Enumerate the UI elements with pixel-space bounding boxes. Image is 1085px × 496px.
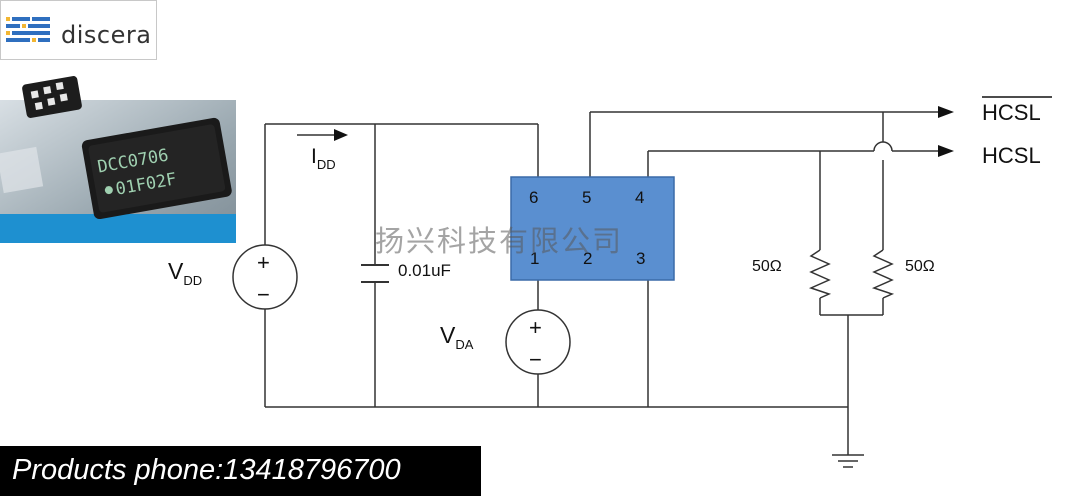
- brand-name: discera: [61, 21, 152, 49]
- large-chip-icon: DCC0706 01F02F: [81, 117, 232, 220]
- discera-logo-icon: [6, 17, 50, 42]
- ic-pin-1: 1: [530, 249, 540, 268]
- photo-blue-stripe: [0, 214, 236, 243]
- ic-pin-3: 3: [636, 249, 646, 268]
- pin1-dot-icon: [104, 186, 113, 195]
- ground-icon: [832, 454, 864, 468]
- hcsl-pos-arrow-icon: [938, 145, 954, 157]
- resistor-left-value: 50Ω: [752, 258, 782, 275]
- phone-text: Products phone:13418796700: [12, 454, 401, 486]
- vdd-plus: +: [257, 250, 270, 275]
- ic-pin-6: 6: [529, 188, 539, 207]
- vdd-source-icon: [232, 244, 298, 310]
- product-photo: DCC0706 01F02F: [0, 63, 236, 243]
- hcsl-neg-label: HCSL: [982, 100, 1041, 125]
- resistor-left-icon: [808, 249, 832, 299]
- current-arrow-icon: [334, 129, 348, 141]
- hcsl-neg-arrow-icon: [938, 106, 954, 118]
- vdd-minus: −: [257, 282, 270, 307]
- vda-plus: +: [529, 315, 542, 340]
- current-label: IDD: [311, 145, 336, 172]
- watermark: 扬兴科技有限公司: [375, 224, 624, 258]
- vdd-label: VDD: [168, 258, 203, 288]
- ic-block: [510, 176, 675, 281]
- capacitor-icon: [361, 264, 389, 283]
- capacitor-value: 0.01uF: [398, 261, 451, 280]
- resistor-right-value: 50Ω: [905, 258, 935, 275]
- wires: [264, 111, 940, 455]
- ic-pin-5: 5: [582, 188, 592, 207]
- vda-label: VDA: [440, 322, 474, 352]
- phone-banner: Products phone:13418796700: [0, 446, 481, 496]
- resistor-right-icon: [871, 249, 895, 299]
- hcsl-pos-label: HCSL: [982, 143, 1041, 168]
- vda-source-icon: [505, 309, 571, 375]
- vda-minus: −: [529, 347, 542, 372]
- discera-logo: discera: [0, 0, 157, 60]
- ic-pin-2: 2: [583, 249, 593, 268]
- ic-pin-4: 4: [635, 188, 645, 207]
- small-chip-icon: [22, 76, 82, 118]
